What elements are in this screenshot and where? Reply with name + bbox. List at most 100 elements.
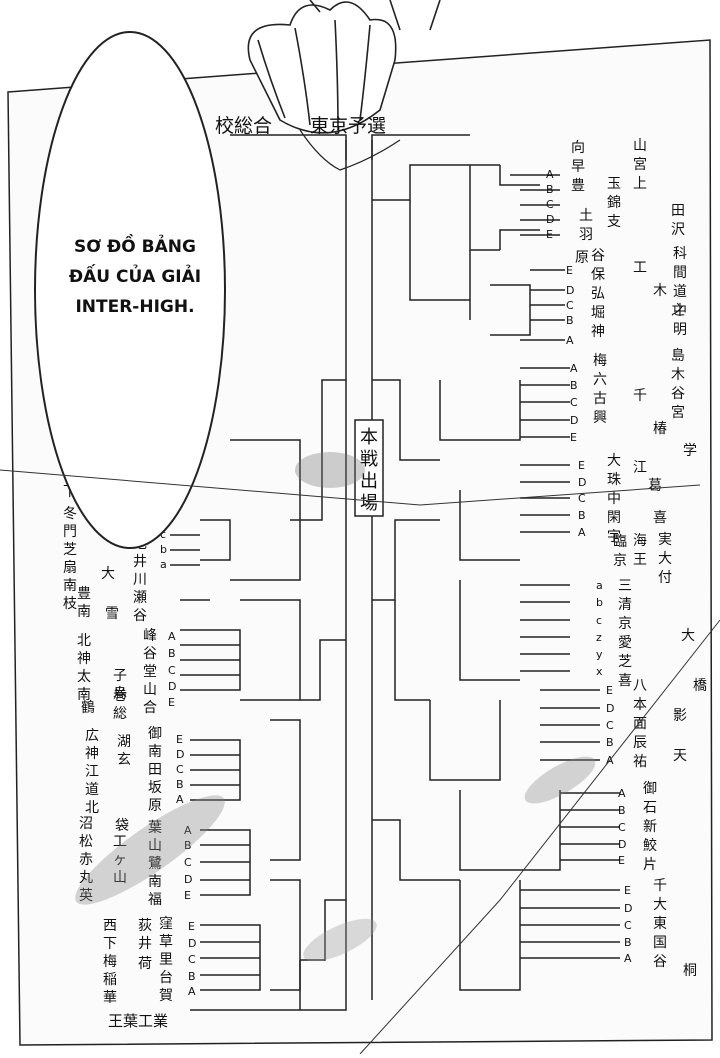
- svg-text:D: D: [566, 284, 574, 297]
- svg-text:A: A: [578, 526, 586, 539]
- team-name: 梅六古興: [593, 353, 607, 426]
- svg-text:E: E: [184, 889, 191, 902]
- team-name: 袋: [115, 818, 129, 834]
- team-names: 山宮上田沢玉錦支向早豊土羽工木之谷保弘堀神原科間道中明梅六古興千椿島木谷宮大珠中…: [63, 138, 707, 1006]
- svg-text:B: B: [184, 839, 192, 852]
- svg-text:D: D: [188, 937, 196, 950]
- svg-text:C: C: [176, 763, 184, 776]
- svg-text:E: E: [570, 431, 577, 444]
- team-name: 向早豊: [571, 140, 585, 194]
- svg-text:b: b: [160, 543, 167, 556]
- svg-text:B: B: [606, 736, 614, 749]
- team-name: 荻井: [138, 918, 152, 952]
- svg-text:A: A: [546, 168, 554, 181]
- svg-text:D: D: [624, 902, 632, 915]
- team-name: 影: [673, 708, 687, 724]
- team-name: 橋: [693, 678, 707, 694]
- svg-text:A: A: [168, 630, 176, 643]
- team-name: 鶴: [81, 699, 95, 716]
- team-name: 実大付: [658, 532, 672, 586]
- team-name: 西下梅稲華: [103, 918, 117, 1006]
- svg-text:B: B: [578, 509, 586, 522]
- team-name: 北神太南: [77, 633, 91, 703]
- team-name-side: 科間道中明: [673, 246, 687, 338]
- svg-text:a: a: [160, 558, 167, 571]
- svg-text:B: B: [570, 379, 578, 392]
- team-name: 原: [575, 250, 589, 266]
- team-name: 巻総: [113, 688, 127, 722]
- svg-text:B: B: [168, 647, 176, 660]
- hand-illustration: [247, 0, 441, 171]
- svg-text:C: C: [618, 821, 626, 834]
- team-name: 八本面辰祐: [633, 678, 647, 770]
- team-name: 雪: [105, 606, 119, 622]
- svg-text:b: b: [596, 596, 603, 609]
- team-name: 湖玄: [117, 734, 131, 768]
- team-name: 土羽: [579, 208, 593, 243]
- svg-text:C: C: [624, 919, 632, 932]
- svg-text:B: B: [176, 778, 184, 791]
- team-name: 葛: [648, 478, 662, 494]
- main-label: 本 戦 出 場: [360, 427, 378, 514]
- svg-text:D: D: [168, 680, 176, 693]
- team-name: 千: [633, 388, 647, 404]
- svg-text:D: D: [618, 838, 626, 851]
- right-bracket-lines: [372, 164, 620, 991]
- paper-creases: [0, 469, 720, 1055]
- svg-text:A: A: [184, 824, 192, 837]
- svg-text:E: E: [618, 854, 625, 867]
- svg-text:D: D: [176, 748, 184, 761]
- team-name: 葉山鷺南福: [148, 820, 162, 908]
- svg-text:A: A: [624, 952, 632, 965]
- svg-text:z: z: [596, 631, 602, 644]
- svg-text:E: E: [624, 884, 631, 897]
- svg-text:E: E: [168, 696, 175, 709]
- team-name: 山宮上: [633, 138, 647, 192]
- svg-text:E: E: [188, 920, 195, 933]
- team-name: 三清京愛芝喜: [618, 578, 632, 689]
- svg-text:本: 本: [360, 427, 378, 448]
- team-name: 冬門芝扇南枝: [63, 506, 77, 612]
- team-name: 御南田坂原: [148, 726, 162, 814]
- svg-text:B: B: [566, 314, 574, 327]
- team-name: 木: [653, 283, 667, 299]
- team-name: 工: [113, 834, 127, 850]
- speech-bubble: SƠ ĐỒ BẢNG ĐẤU CỦA GIẢI INTER-HIGH.: [34, 31, 226, 549]
- bubble-line-3: INTER-HIGH.: [75, 297, 194, 317]
- svg-text:E: E: [546, 228, 553, 241]
- team-name: 谷保弘堀神: [591, 248, 605, 340]
- svg-text:出: 出: [360, 471, 378, 492]
- svg-text:D: D: [184, 873, 192, 886]
- svg-text:C: C: [566, 299, 574, 312]
- team-name: 椿: [653, 421, 667, 437]
- team-name: 豊南: [77, 586, 91, 620]
- svg-text:E: E: [176, 733, 183, 746]
- team-name-side: 学: [683, 443, 697, 459]
- team-name: 沼松赤丸英: [79, 816, 93, 904]
- header-text: 校総合 東京予選: [215, 115, 386, 137]
- svg-text:A: A: [618, 787, 626, 800]
- team-name: 子烏: [113, 668, 127, 702]
- svg-text:C: C: [546, 198, 554, 211]
- center-lines: [230, 134, 470, 1000]
- svg-text:B: B: [618, 804, 626, 817]
- svg-text:C: C: [606, 719, 614, 732]
- svg-text:C: C: [188, 953, 196, 966]
- team-name: 之: [671, 303, 685, 319]
- svg-text:A: A: [188, 985, 196, 998]
- svg-text:c: c: [160, 528, 166, 541]
- team-name: ヶ山: [113, 852, 127, 886]
- team-name: 工: [633, 260, 647, 276]
- bottom-team: 王葉工業: [108, 1012, 168, 1030]
- team-name: 玉錦支: [607, 176, 621, 230]
- svg-text:C: C: [168, 664, 176, 677]
- team-name: 海王: [633, 533, 647, 568]
- svg-text:y: y: [596, 648, 603, 661]
- paper-smudges: [75, 452, 596, 962]
- svg-text:C: C: [184, 856, 192, 869]
- team-name: 桐: [683, 963, 697, 979]
